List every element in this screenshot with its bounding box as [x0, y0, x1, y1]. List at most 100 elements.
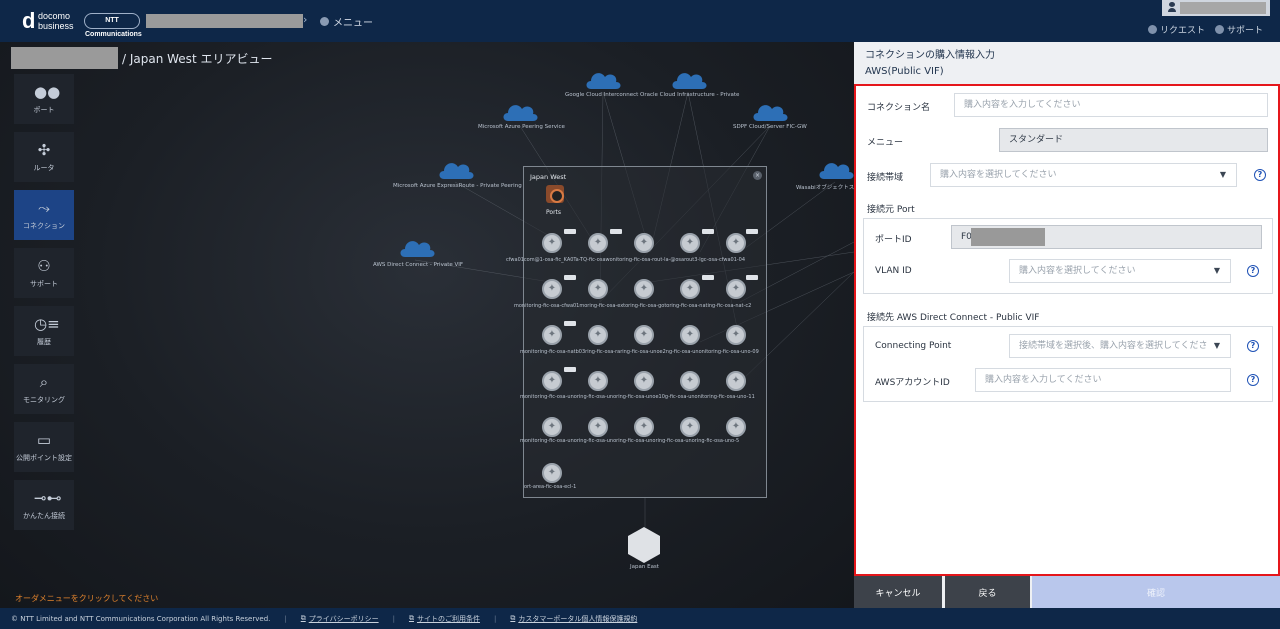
- router-node[interactable]: [542, 417, 562, 437]
- support-link[interactable]: サポート: [1215, 23, 1263, 36]
- cloud-azure-peering-icon[interactable]: [502, 100, 538, 122]
- nav-history-label: 履歴: [37, 338, 51, 346]
- panel-footer-buttons: キャンセル 戻る 確認: [854, 576, 1280, 608]
- header-links: リクエスト サポート: [1148, 23, 1263, 36]
- cloud-wasabi-icon[interactable]: [818, 158, 854, 180]
- request-link[interactable]: リクエスト: [1148, 23, 1205, 36]
- back-button[interactable]: 戻る: [945, 576, 1030, 608]
- redacted-customer-name: [146, 14, 303, 28]
- docomo-business-logo[interactable]: d docomo business: [22, 8, 78, 34]
- router-node[interactable]: [588, 325, 608, 345]
- nav-port-label: ポート: [33, 106, 55, 114]
- user-account-button[interactable]: [1162, 0, 1270, 16]
- bell-icon: [1148, 25, 1157, 34]
- terms-of-use-link[interactable]: ⧉ サイトのご利用条件: [409, 614, 480, 624]
- router-node[interactable]: [680, 325, 700, 345]
- japan-west-region[interactable]: Japan West × Ports: [523, 166, 767, 498]
- router-node[interactable]: [588, 371, 608, 391]
- node-row-label: monitoring-fic-osa-unoring-fic-osa-unori…: [520, 394, 755, 400]
- aws-account-id-label: AWSアカウントID: [875, 378, 950, 388]
- user-icon: [1168, 2, 1176, 12]
- aws-account-id-input[interactable]: 購入内容を入力してください: [975, 368, 1231, 392]
- cloud-label-azure-peering: Microsoft Azure Peering Service: [478, 124, 565, 130]
- router-node[interactable]: [634, 417, 654, 437]
- nav-router[interactable]: ✣ ルータ: [14, 132, 74, 182]
- vlan-id-select[interactable]: 購入内容を選択してください ▼: [1009, 259, 1231, 283]
- router-node[interactable]: [726, 279, 746, 299]
- cloud-aws-private-icon[interactable]: [399, 236, 435, 258]
- logo-line2: business: [38, 21, 74, 31]
- fw-badge: [610, 229, 622, 234]
- router-node[interactable]: [542, 279, 562, 299]
- cloud-google-icon[interactable]: [585, 68, 621, 90]
- cancel-button[interactable]: キャンセル: [854, 576, 942, 608]
- nav-history[interactable]: ◷≡ 履歴: [14, 306, 74, 356]
- router-node[interactable]: [680, 233, 700, 253]
- node-row-label: monitoring-fic-osa-unoring-fic-osa-unori…: [520, 438, 740, 444]
- dropdown-caret-icon: ▼: [1219, 170, 1226, 179]
- fw-badge: [746, 229, 758, 234]
- nav-support-label: サポート: [30, 280, 58, 288]
- nav-port[interactable]: ●● ポート: [14, 74, 74, 124]
- cloud-oracle-icon[interactable]: [671, 68, 707, 90]
- nav-support[interactable]: ⚇ サポート: [14, 248, 74, 298]
- menu-label: メニュー: [333, 18, 373, 29]
- router-icon: ✣: [37, 141, 51, 159]
- router-node[interactable]: [726, 325, 746, 345]
- menu-button[interactable]: メニュー: [320, 14, 373, 29]
- router-node[interactable]: [588, 233, 608, 253]
- router-node[interactable]: [726, 417, 746, 437]
- router-node[interactable]: [634, 325, 654, 345]
- router-node[interactable]: [680, 417, 700, 437]
- privacy-policy-link[interactable]: ⧉ プライバシーポリシー: [301, 614, 379, 624]
- router-node[interactable]: [542, 233, 562, 253]
- router-node[interactable]: [634, 371, 654, 391]
- port-icon: ●●: [34, 83, 61, 101]
- order-menu-hint: オーダメニューをクリックしてください: [15, 594, 159, 603]
- cloud-sdpf-icon[interactable]: [752, 100, 788, 122]
- router-node[interactable]: [726, 371, 746, 391]
- bandwidth-select[interactable]: 購入内容を選択してください ▼: [930, 163, 1237, 187]
- router-node[interactable]: [634, 233, 654, 253]
- router-node[interactable]: [634, 279, 654, 299]
- router-node[interactable]: [680, 279, 700, 299]
- connecting-point-help-icon[interactable]: ?: [1247, 340, 1259, 352]
- router-node[interactable]: [542, 463, 562, 483]
- router-node[interactable]: [726, 233, 746, 253]
- nav-public-point[interactable]: ▭ 公開ポイント設定: [14, 422, 74, 472]
- close-icon[interactable]: ×: [753, 171, 762, 180]
- router-node[interactable]: [680, 371, 700, 391]
- ports-icon[interactable]: [546, 185, 564, 203]
- bandwidth-help-icon[interactable]: ?: [1254, 169, 1266, 181]
- node-row-label: cfwa01com@1-osa-fic_KA0Ta-TQ-fic-osawoni…: [506, 257, 746, 263]
- port-id-label: ポートID: [875, 235, 912, 245]
- router-node[interactable]: [542, 371, 562, 391]
- node-row-label: monitoring-fic-osa-cfwa01moring-fic-osa-…: [514, 303, 752, 309]
- vlan-id-help-icon[interactable]: ?: [1247, 265, 1259, 277]
- nav-public-point-label: 公開ポイント設定: [16, 454, 72, 462]
- connecting-point-placeholder: 接続帯域を選択後、購入内容を選択してくださ: [1019, 341, 1208, 351]
- nav-easy-connect[interactable]: ⊸⊷ かんたん接続: [14, 480, 74, 530]
- connecting-point-select[interactable]: 接続帯域を選択後、購入内容を選択してくださ ▼: [1009, 334, 1231, 358]
- router-node[interactable]: [588, 417, 608, 437]
- source-port-box: ポートID F01 VLAN ID 購入内容を選択してください ▼ ?: [863, 218, 1273, 294]
- purchase-form: コネクション名 購入内容を入力してください メニュー スタンダード 接続帯域 購…: [854, 84, 1280, 576]
- confirm-button[interactable]: 確認: [1032, 576, 1280, 608]
- nav-connection[interactable]: ⤳ コネクション: [14, 190, 74, 240]
- footer-separator: |: [284, 614, 287, 623]
- cloud-azure-expressroute-icon[interactable]: [438, 158, 474, 180]
- nav-monitoring-label: モニタリング: [23, 396, 65, 404]
- side-navigation: ●● ポート ✣ ルータ ⤳ コネクション ⚇ サポート ◷≡ 履歴 ⌕ モニタ…: [14, 74, 74, 538]
- region-title: Japan West: [530, 173, 567, 181]
- router-node[interactable]: [542, 325, 562, 345]
- customer-privacy-link[interactable]: ⧉ カスタマーポータル個人情報保護規約: [510, 614, 637, 624]
- aws-account-id-help-icon[interactable]: ?: [1247, 374, 1259, 386]
- terms-of-use-label: サイトのご利用条件: [416, 614, 480, 623]
- destination-box: Connecting Point 接続帯域を選択後、購入内容を選択してくださ ▼…: [863, 326, 1273, 402]
- fw-badge: [702, 229, 714, 234]
- cloud-label-oracle: Oracle Cloud Infrastructure - Private: [640, 92, 740, 98]
- router-node[interactable]: [588, 279, 608, 299]
- nav-monitoring[interactable]: ⌕ モニタリング: [14, 364, 74, 414]
- connection-name-input[interactable]: 購入内容を入力してください: [954, 93, 1268, 117]
- redacted-user-name: [1180, 2, 1266, 14]
